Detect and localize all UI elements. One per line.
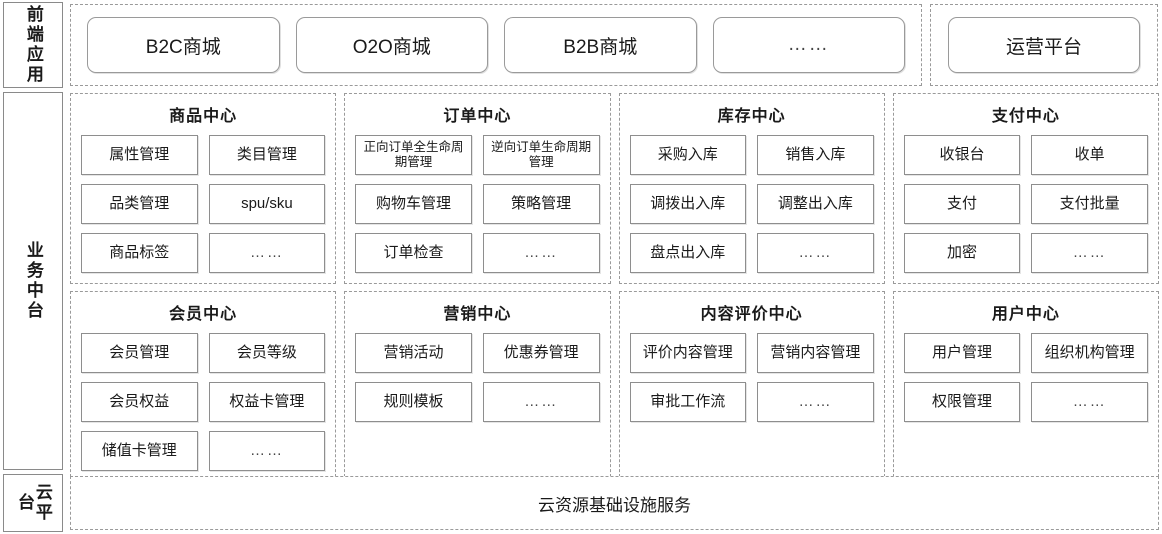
module-sales-inbound[interactable]: 销售入库 xyxy=(757,135,874,175)
frontend-layer-label: 前端应用 xyxy=(3,2,63,88)
module-adjust-inout[interactable]: 调整出入库 xyxy=(757,184,874,224)
center-inventory-title: 库存中心 xyxy=(717,108,786,125)
module-cart-management[interactable]: 购物车管理 xyxy=(355,184,472,224)
module-product-class-management[interactable]: 品类管理 xyxy=(81,184,198,224)
module-order-inspection[interactable]: 订单检查 xyxy=(355,233,472,273)
app-b2c-label: B2C商城 xyxy=(145,36,221,58)
center-product-title: 商品中心 xyxy=(169,108,238,125)
module-marketing-campaign[interactable]: 营销活动 xyxy=(355,333,472,373)
module-user-more[interactable]: …… xyxy=(1031,382,1148,422)
module-order-more[interactable]: …… xyxy=(482,233,600,273)
center-inventory-modules: 采购入库 销售入库 调拨出入库 调整出入库 盘点出入库 …… xyxy=(629,135,874,273)
module-cashier[interactable]: 收银台 xyxy=(903,135,1021,175)
frontend-layer: 前端应用 B2C商城 O2O商城 B2B商城 …… 运营平台 xyxy=(0,0,1162,90)
center-inventory: 库存中心 采购入库 销售入库 调拨出入库 调整出入库 盘点出入库 …… xyxy=(618,93,885,284)
center-payment-modules: 收银台 收单 支付 支付批量 加密 …… xyxy=(903,135,1148,273)
module-member-level[interactable]: 会员等级 xyxy=(208,333,326,373)
app-more-label: …… xyxy=(787,34,830,55)
center-product-modules: 属性管理 类目管理 品类管理 spu/sku 商品标签 …… xyxy=(81,135,326,273)
module-rule-template[interactable]: 规则模板 xyxy=(355,382,472,422)
module-inventory-more[interactable]: …… xyxy=(757,233,874,273)
app-o2o[interactable]: O2O商城 xyxy=(295,17,488,73)
module-stocktake-inout[interactable]: 盘点出入库 xyxy=(629,233,747,273)
module-payment[interactable]: 支付 xyxy=(903,184,1021,224)
module-purchase-inbound[interactable]: 采购入库 xyxy=(629,135,747,175)
app-ops-platform[interactable]: 运营平台 xyxy=(948,17,1140,73)
module-category-management[interactable]: 类目管理 xyxy=(208,135,326,175)
module-member-more[interactable]: …… xyxy=(208,431,326,471)
module-review-content-management[interactable]: 评价内容管理 xyxy=(629,333,747,373)
cloud-services-group: 云资源基础设施服务 xyxy=(70,476,1159,530)
center-content-review: 内容评价中心 评价内容管理 营销内容管理 审批工作流 …… xyxy=(618,291,885,482)
frontend-layer-label-text: 前端应用 xyxy=(23,5,43,85)
module-member-management[interactable]: 会员管理 xyxy=(81,333,198,373)
module-strategy-management[interactable]: 策略管理 xyxy=(482,184,600,224)
center-user: 用户中心 用户管理 组织机构管理 权限管理 …… xyxy=(892,291,1159,482)
module-member-benefits[interactable]: 会员权益 xyxy=(81,382,198,422)
frontend-apps-group: B2C商城 O2O商城 B2B商城 …… xyxy=(70,4,922,86)
module-marketing-more[interactable]: …… xyxy=(482,382,600,422)
center-content-review-title: 内容评价中心 xyxy=(700,306,803,323)
center-order-modules: 正向订单全生命周期管理 逆向订单生命周期管理 购物车管理 策略管理 订单检查 …… xyxy=(355,135,600,273)
center-order-title: 订单中心 xyxy=(443,108,512,125)
center-member-modules: 会员管理 会员等级 会员权益 权益卡管理 储值卡管理 …… xyxy=(81,333,326,471)
module-coupon-management[interactable]: 优惠券管理 xyxy=(482,333,600,373)
module-attribute-management[interactable]: 属性管理 xyxy=(81,135,198,175)
center-order: 订单中心 正向订单全生命周期管理 逆向订单生命周期管理 购物车管理 策略管理 订… xyxy=(344,93,611,284)
module-payment-more[interactable]: …… xyxy=(1031,233,1148,273)
module-marketing-content-management[interactable]: 营销内容管理 xyxy=(757,333,874,373)
module-approval-workflow[interactable]: 审批工作流 xyxy=(629,382,747,422)
center-content-review-modules: 评价内容管理 营销内容管理 审批工作流 …… xyxy=(629,333,874,422)
app-o2o-label: O2O商城 xyxy=(352,36,431,58)
module-forward-order-lifecycle[interactable]: 正向订单全生命周期管理 xyxy=(355,135,472,175)
center-marketing: 营销中心 营销活动 优惠券管理 规则模板 …… xyxy=(344,291,611,482)
center-member-title: 会员中心 xyxy=(169,306,238,323)
midplatform-centers-grid: 商品中心 属性管理 类目管理 品类管理 spu/sku 商品标签 …… 订单中心… xyxy=(70,93,1159,482)
module-benefit-card-management[interactable]: 权益卡管理 xyxy=(208,382,326,422)
center-marketing-title: 营销中心 xyxy=(443,306,512,323)
center-user-modules: 用户管理 组织机构管理 权限管理 …… xyxy=(903,333,1148,422)
midplatform-layer-label: 业务中台 xyxy=(3,92,63,470)
module-permission-management[interactable]: 权限管理 xyxy=(903,382,1021,422)
module-reverse-order-lifecycle[interactable]: 逆向订单生命周期管理 xyxy=(482,135,600,175)
midplatform-layer-label-text: 业务中台 xyxy=(23,241,43,321)
ops-platform-group: 运营平台 xyxy=(930,4,1158,86)
module-product-more[interactable]: …… xyxy=(208,233,326,273)
app-b2b[interactable]: B2B商城 xyxy=(504,17,697,73)
cloud-layer-label: 云平台 xyxy=(3,474,63,532)
module-transfer-inout[interactable]: 调拨出入库 xyxy=(629,184,747,224)
module-stored-value-card-management[interactable]: 储值卡管理 xyxy=(81,431,198,471)
module-user-management[interactable]: 用户管理 xyxy=(903,333,1021,373)
module-acquiring[interactable]: 收单 xyxy=(1031,135,1148,175)
midplatform-layer: 业务中台 商品中心 属性管理 类目管理 品类管理 spu/sku 商品标签 ……… xyxy=(0,90,1162,482)
cloud-service-label: 云资源基础设施服务 xyxy=(538,495,691,515)
center-payment: 支付中心 收银台 收单 支付 支付批量 加密 …… xyxy=(892,93,1159,284)
cloud-layer: 云平台 云资源基础设施服务 xyxy=(0,472,1162,534)
module-batch-payment[interactable]: 支付批量 xyxy=(1031,184,1148,224)
app-b2b-label: B2B商城 xyxy=(563,36,638,58)
module-organization-management[interactable]: 组织机构管理 xyxy=(1031,333,1148,373)
center-marketing-modules: 营销活动 优惠券管理 规则模板 …… xyxy=(355,333,600,422)
center-user-title: 用户中心 xyxy=(991,306,1060,323)
app-b2c[interactable]: B2C商城 xyxy=(87,17,280,73)
center-product: 商品中心 属性管理 类目管理 品类管理 spu/sku 商品标签 …… xyxy=(70,93,337,284)
module-content-review-more[interactable]: …… xyxy=(757,382,874,422)
app-more[interactable]: …… xyxy=(712,17,905,73)
module-product-tag[interactable]: 商品标签 xyxy=(81,233,198,273)
app-ops-platform-label: 运营平台 xyxy=(1005,36,1082,58)
center-member: 会员中心 会员管理 会员等级 会员权益 权益卡管理 储值卡管理 …… xyxy=(70,291,337,482)
module-encryption[interactable]: 加密 xyxy=(903,233,1021,273)
center-payment-title: 支付中心 xyxy=(991,108,1060,125)
module-spu-sku[interactable]: spu/sku xyxy=(208,184,326,224)
cloud-layer-label-text: 云平台 xyxy=(15,483,52,523)
